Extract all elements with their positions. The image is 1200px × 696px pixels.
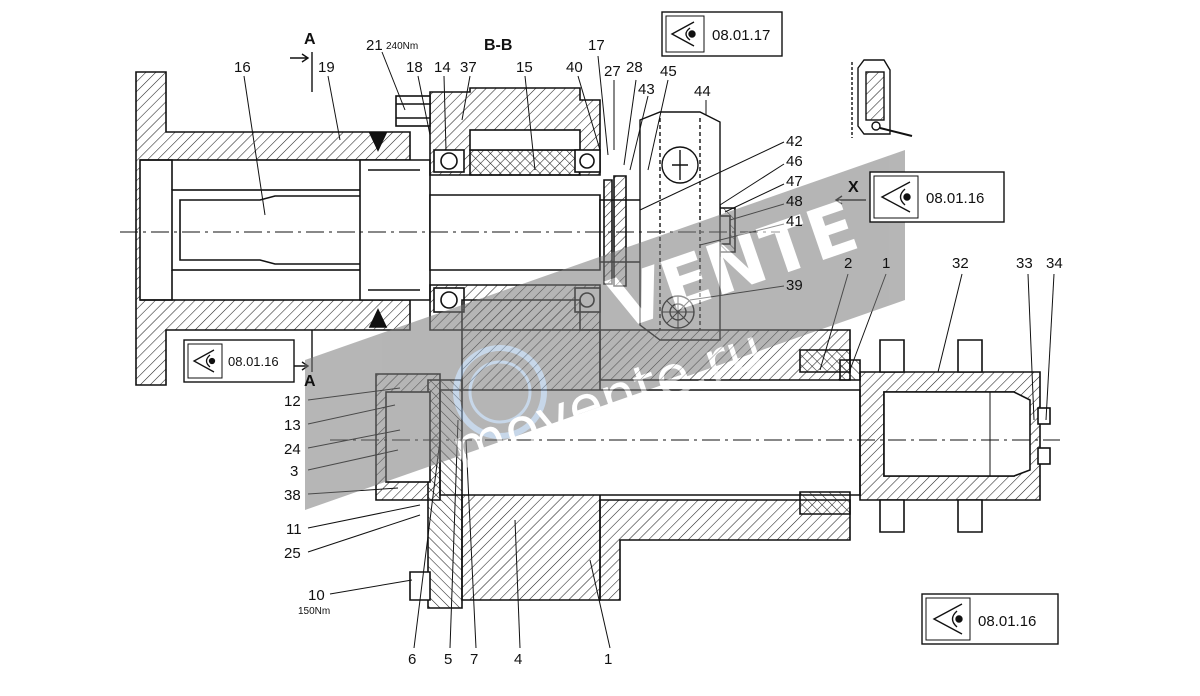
callout: 15: [516, 59, 533, 76]
callout: 21: [366, 37, 383, 54]
callout: 48: [786, 193, 803, 210]
callout: 33: [1016, 255, 1033, 272]
callout: 43: [638, 81, 655, 98]
eye-icon: [880, 181, 911, 213]
callout: 1: [882, 255, 890, 272]
callout: 24: [284, 441, 301, 458]
callout: 39: [786, 277, 803, 294]
ref-box-bottom-right[interactable]: 08.01.16: [921, 593, 1059, 645]
callout: 46: [786, 153, 803, 170]
ref-code: 08.01.16: [926, 190, 984, 207]
ref-box-right-middle[interactable]: 08.01.16: [869, 171, 1005, 223]
callout: 44: [694, 83, 711, 100]
eye-icon: [670, 21, 696, 47]
callout: 7: [470, 651, 478, 668]
callout: 14: [434, 59, 451, 76]
section-marker-bottom: A: [304, 373, 316, 390]
ref-code: 08.01.16: [228, 354, 279, 369]
ref-box-left-lower[interactable]: 08.01.16: [183, 339, 295, 383]
callouts-top-row: 21 18 14 37 15 40 17 27 28 43 45 44 16 1…: [234, 37, 711, 100]
eye-icon: [932, 603, 963, 635]
eye-icon: [192, 349, 216, 373]
callout: 10: [308, 587, 325, 604]
callout: 19: [318, 59, 335, 76]
callout: 3: [290, 463, 298, 480]
callout: 37: [460, 59, 477, 76]
callout: 2: [844, 255, 852, 272]
right-coupling: [859, 339, 1051, 533]
torque-note-21: 240Nm: [386, 41, 418, 52]
center-lines: [120, 231, 1060, 441]
callout: 5: [444, 651, 452, 668]
callout: 42: [786, 133, 803, 150]
callout: 45: [660, 63, 677, 80]
callouts-left-col: 12 13 24 3 38 11 25 10: [284, 393, 325, 604]
callouts-right-row: 2 1 32 33 34: [844, 255, 1063, 272]
callout: 13: [284, 417, 301, 434]
watermark: VENTE movente.ru: [305, 150, 905, 510]
torque-note-10: 150Nm: [298, 606, 330, 617]
inset-view-x: [851, 59, 913, 138]
callout: 32: [952, 255, 969, 272]
callout: 16: [234, 59, 251, 76]
callout: 6: [408, 651, 416, 668]
callout: 18: [406, 59, 423, 76]
callout: 1: [604, 651, 612, 668]
ref-code: 08.01.16: [978, 613, 1036, 630]
callout: 11: [286, 521, 302, 538]
callout: 38: [284, 487, 301, 504]
ref-code: 08.01.17: [712, 27, 770, 44]
callout: 41: [786, 213, 803, 230]
callout: 17: [588, 37, 605, 54]
callouts-right-col: 42 46 47 48 41 39: [786, 133, 803, 294]
callout: 40: [566, 59, 583, 76]
upper-housing: [135, 71, 431, 386]
section-title: B-B: [484, 37, 512, 54]
callout: 12: [284, 393, 301, 410]
callout: 34: [1046, 255, 1063, 272]
view-marker-x: X: [848, 179, 859, 196]
callout: 28: [626, 59, 643, 76]
ref-box-top-center[interactable]: 08.01.17: [661, 11, 783, 57]
callout: 25: [284, 545, 301, 562]
callout: 47: [786, 173, 803, 190]
callouts-bottom-row: 6 5 7 4 1: [408, 651, 612, 668]
callout: 4: [514, 651, 522, 668]
section-marker-top: A: [304, 31, 316, 48]
callout: 27: [604, 63, 621, 80]
